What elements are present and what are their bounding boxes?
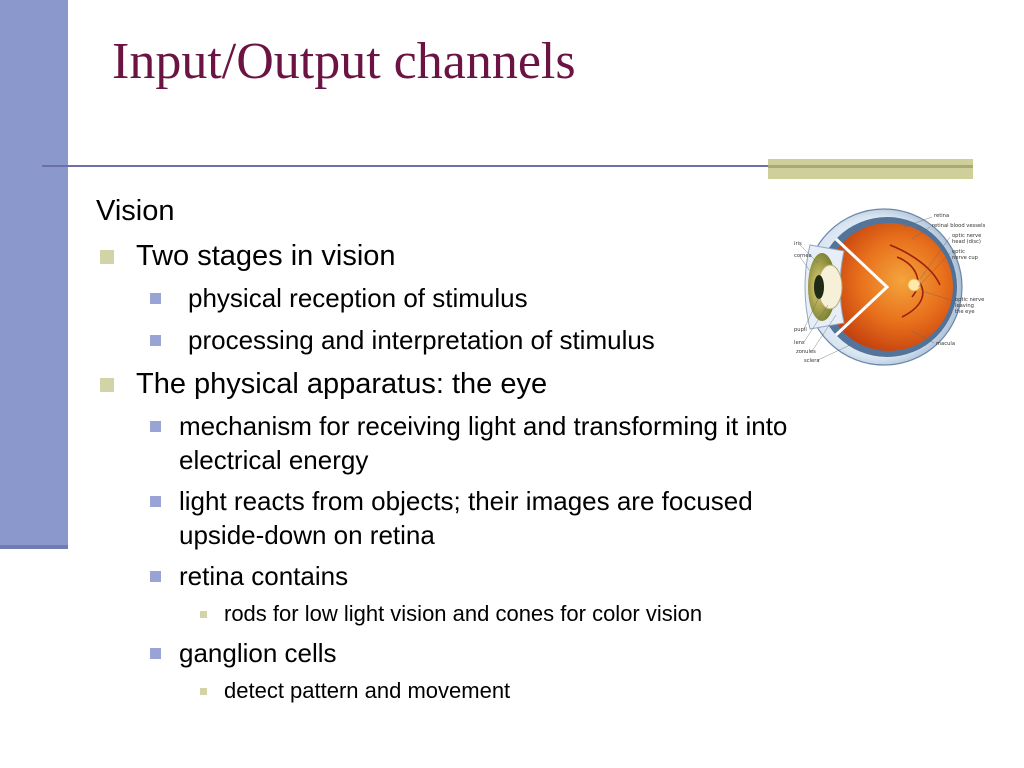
eye-label-iris: iris bbox=[794, 241, 802, 247]
sub-bullet-item: mechanism for receiving light and transf… bbox=[179, 411, 788, 441]
bullet-square-icon bbox=[150, 648, 161, 659]
bullet-item: Two stages in vision bbox=[136, 240, 396, 272]
eye-label-optic-nerve-leaving-2: leaving bbox=[955, 303, 974, 309]
sub-bullet-item: ganglion cells bbox=[179, 638, 337, 668]
eye-label-sclera: sclera bbox=[804, 358, 820, 364]
sub-bullet-item-continuation: upside-down on retina bbox=[179, 520, 435, 550]
eye-label-cornea: cornea bbox=[794, 253, 812, 259]
sub-sub-bullet-item: detect pattern and movement bbox=[224, 678, 511, 703]
bullet-square-icon bbox=[150, 293, 161, 304]
bullet-square-icon bbox=[150, 421, 161, 432]
eye-label-lens: lens bbox=[794, 340, 805, 346]
eye-label-retinal-blood-vessels: retinal blood vessels bbox=[932, 223, 986, 229]
bullet-square-icon bbox=[200, 688, 207, 695]
bullet-square-icon bbox=[150, 571, 161, 582]
bullet-square-icon bbox=[200, 611, 207, 618]
sub-bullet-item-continuation: electrical energy bbox=[179, 445, 369, 475]
eyeball-icon bbox=[804, 208, 963, 366]
bullet-square-icon bbox=[150, 496, 161, 507]
bullet-item: The physical apparatus: the eye bbox=[136, 368, 548, 400]
eye-label-optic-nerve-cup-2: nerve cup bbox=[952, 255, 979, 261]
sub-bullet-item: processing and interpretation of stimulu… bbox=[188, 325, 655, 355]
slide-side-bar bbox=[0, 0, 68, 545]
eye-label-optic-nerve-cup: optic bbox=[952, 249, 965, 255]
eye-label-optic-nerve-leaving-3: the eye bbox=[955, 309, 975, 315]
sub-bullet-item: physical reception of stimulus bbox=[188, 283, 528, 313]
eye-label-optic-nerve-head: optic nerve bbox=[952, 233, 981, 239]
bullet-square-icon bbox=[150, 335, 161, 346]
eye-label-optic-nerve-head-2: head (disc) bbox=[952, 239, 981, 245]
eye-label-macula: macula bbox=[936, 341, 955, 347]
sub-bullet-item: retina contains bbox=[179, 561, 349, 591]
bullet-square-icon bbox=[100, 378, 114, 392]
eye-label-zonules: zonules bbox=[796, 349, 816, 355]
title-divider bbox=[42, 165, 972, 167]
eye-label-optic-nerve-leaving: optic nerve bbox=[955, 297, 984, 303]
slide-side-bar-shadow bbox=[0, 545, 68, 549]
section-heading: Vision bbox=[96, 195, 175, 227]
bullet-square-icon bbox=[100, 250, 114, 264]
slide-title: Input/Output channels bbox=[112, 33, 576, 90]
eye-label-retina: retina bbox=[934, 213, 949, 219]
sub-bullet-item: light reacts from objects; their images … bbox=[179, 486, 753, 516]
eye-label-pupil: pupil bbox=[794, 327, 807, 333]
sub-sub-bullet-item: rods for low light vision and cones for … bbox=[224, 601, 703, 626]
eye-anatomy-diagram: retina retinal blood vessels optic nerve… bbox=[794, 208, 986, 366]
title-accent-bar bbox=[768, 159, 973, 179]
